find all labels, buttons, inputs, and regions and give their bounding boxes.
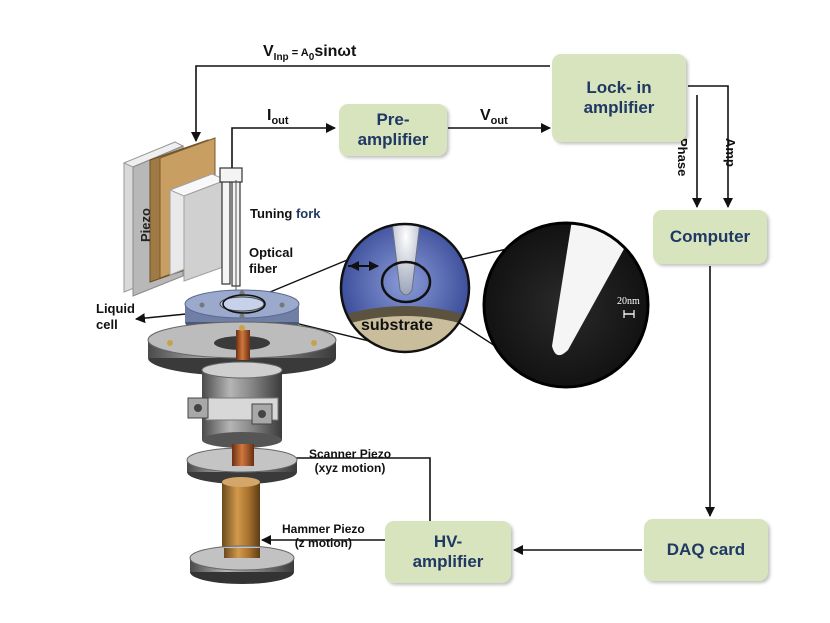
scanner-piezo-label: Scanner Piezo (xyz motion) bbox=[309, 447, 391, 476]
vinp-symbol: V bbox=[263, 43, 274, 60]
daq-card-box: DAQ card bbox=[644, 519, 768, 581]
signal-amp-label: Amp bbox=[723, 138, 738, 167]
sem-image-inset bbox=[482, 221, 650, 389]
connector-amp bbox=[688, 85, 733, 208]
vout-subscript: out bbox=[490, 115, 508, 128]
scanner-line2: (xyz motion) bbox=[314, 461, 386, 476]
fork-holder bbox=[168, 173, 228, 282]
optical-line2: fiber bbox=[249, 260, 278, 276]
base-plate-bottom bbox=[189, 545, 295, 584]
hv-amplifier-box: HV- amplifier bbox=[385, 521, 511, 583]
tuning-word: Tuning bbox=[250, 206, 296, 221]
vinp-equals: = A bbox=[288, 47, 309, 59]
daq-label: DAQ card bbox=[666, 540, 746, 560]
connector-vinp-feedback bbox=[191, 65, 550, 142]
scanner-plate bbox=[186, 444, 298, 484]
signal-vinp-label: VInp = A0sinωt bbox=[263, 42, 356, 64]
hammer-piezo-label: Hammer Piezo (z motion) bbox=[282, 522, 365, 551]
signal-iout-label: Iout bbox=[267, 106, 289, 128]
optical-fiber-label: Optical fiber bbox=[249, 245, 293, 276]
signal-phase-label: Phase bbox=[675, 138, 690, 177]
preamplifier-line2: amplifier bbox=[357, 130, 429, 149]
liquid-line1: Liquid bbox=[96, 301, 135, 316]
iout-subscript: out bbox=[271, 115, 289, 128]
connector-iout bbox=[231, 123, 336, 175]
liquid-line2: cell bbox=[96, 316, 118, 332]
scanner-housing bbox=[187, 361, 283, 448]
hv-line2: amplifier bbox=[412, 552, 484, 571]
vinp-subscript: Inp bbox=[273, 52, 289, 64]
hv-line1: HV- bbox=[433, 532, 463, 552]
vinp-a-subscript: 0 bbox=[308, 52, 315, 64]
liquid-cell-label: Liquid cell bbox=[96, 301, 135, 332]
piezo-label: Piezo bbox=[138, 208, 153, 242]
lockin-amplifier-box: Lock- in amplifier bbox=[552, 54, 686, 142]
optical-line1: Optical bbox=[249, 245, 294, 260]
vinp-rest: sinωt bbox=[314, 43, 357, 60]
vout-symbol: V bbox=[480, 107, 491, 124]
preamplifier-box: Pre- amplifier bbox=[339, 104, 447, 156]
lockin-line1: Lock- in bbox=[586, 78, 652, 98]
iout-symbol: I bbox=[267, 107, 272, 124]
hammer-line1: Hammer Piezo bbox=[282, 522, 365, 536]
connector-hv-scanner bbox=[254, 453, 431, 521]
tuning-fork-shape bbox=[219, 167, 243, 300]
fork-word: fork bbox=[295, 206, 321, 221]
signal-vout-label: Vout bbox=[480, 106, 508, 128]
computer-label: Computer bbox=[669, 227, 751, 247]
hammer-line2: (z motion) bbox=[294, 536, 353, 551]
tuning-fork-label: Tuning fork bbox=[250, 206, 321, 222]
sample-region-marker bbox=[222, 294, 266, 314]
scale-bar-label: 20nm bbox=[617, 296, 640, 307]
computer-box: Computer bbox=[653, 210, 767, 264]
base-plate-large bbox=[147, 321, 337, 376]
substrate-label: substrate bbox=[361, 317, 434, 334]
scanner-line1: Scanner Piezo bbox=[309, 447, 392, 461]
zoom-line-top bbox=[257, 257, 353, 298]
lockin-line2: amplifier bbox=[583, 98, 655, 117]
preamplifier-line1: Pre- bbox=[376, 110, 410, 130]
